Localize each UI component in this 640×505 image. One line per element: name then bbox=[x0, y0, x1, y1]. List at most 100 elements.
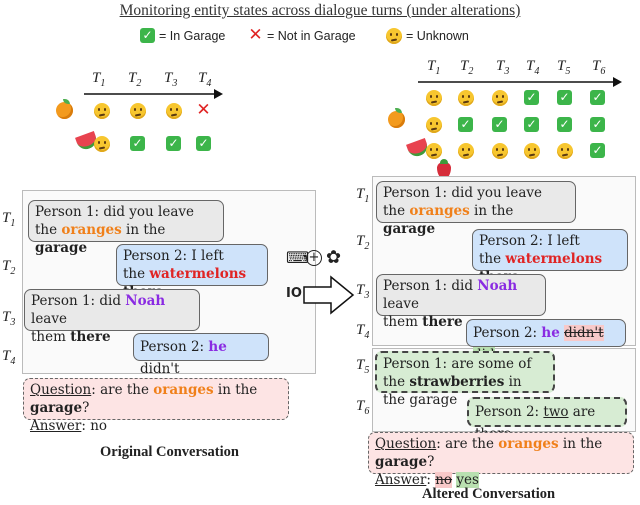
location-there: there bbox=[422, 314, 463, 330]
orange-icon bbox=[388, 108, 405, 128]
message-text: in the garage bbox=[383, 374, 522, 408]
location-garage: garage bbox=[375, 454, 428, 470]
message-text: the bbox=[383, 374, 410, 390]
message-text: Person 2: I left bbox=[479, 233, 580, 249]
message-text: the bbox=[123, 266, 150, 282]
original-message-2: Person 2: I left the watermelons there bbox=[116, 244, 268, 300]
left-state-grid: T1 T2 T3 T4 ✕✓✓✓ bbox=[0, 0, 640, 152]
message-text: Person 2: bbox=[140, 339, 209, 355]
left-turn-label-3: T3 bbox=[164, 70, 178, 89]
message-text: Person 1: are some of bbox=[383, 356, 532, 372]
check-icon: ✓ bbox=[524, 117, 539, 132]
location-garage: garage bbox=[35, 240, 88, 256]
transform-arrow-icon bbox=[303, 275, 355, 315]
right-turn-label-2: T2 bbox=[460, 58, 474, 77]
original-message-4: Person 2: he didn't bbox=[133, 333, 269, 377]
legend-unknown-label: = Unknown bbox=[406, 29, 469, 43]
check-icon: ✓ bbox=[196, 136, 211, 151]
question-text: in the bbox=[558, 436, 603, 452]
removed-text: didn't bbox=[564, 325, 604, 341]
entity-he: he bbox=[208, 339, 227, 355]
check-icon: ✓ bbox=[524, 90, 539, 105]
entity-he: he bbox=[541, 325, 560, 341]
right-state-grid: T1 T2 T3 T4 T5 T6 ✓✓✓✓✓✓✓✓✓ bbox=[0, 21, 640, 179]
right-turn-label-4: T4 bbox=[526, 58, 540, 77]
thinking-face-icon bbox=[426, 117, 442, 133]
location-garage: garage bbox=[383, 221, 436, 237]
entity-watermelons: watermelons bbox=[149, 266, 247, 282]
altered-message-6: Person 2: two are there bbox=[467, 397, 627, 442]
quantity-two: two bbox=[543, 404, 569, 420]
message-text: Person 2: bbox=[473, 325, 542, 341]
answer-text: : bbox=[426, 472, 436, 488]
thinking-face-icon bbox=[130, 103, 146, 119]
altered-turn-marker-4: T4 bbox=[356, 322, 370, 341]
removed-answer: no bbox=[435, 472, 453, 488]
question-text: ? bbox=[427, 454, 435, 470]
entity-oranges: oranges bbox=[153, 382, 214, 398]
original-turn-marker-4: T4 bbox=[2, 348, 16, 367]
right-turn-label-1: T1 bbox=[427, 58, 441, 77]
io-icon: IO bbox=[286, 286, 302, 301]
check-icon: ✓ bbox=[492, 117, 507, 132]
entity-oranges: oranges bbox=[409, 203, 470, 219]
original-turn-marker-1: T1 bbox=[2, 210, 16, 229]
message-text: in the bbox=[469, 203, 514, 219]
thinking-face-icon bbox=[492, 143, 508, 159]
answer-label: Answer bbox=[30, 418, 82, 434]
entity-oranges: oranges bbox=[61, 222, 122, 238]
message-text: the bbox=[35, 222, 62, 238]
original-message-3: Person 1: did Noah leave them there bbox=[24, 289, 200, 345]
thinking-face-icon bbox=[458, 143, 474, 159]
new-answer: yes bbox=[456, 472, 479, 488]
message-text: the bbox=[383, 203, 410, 219]
check-icon: ✓ bbox=[590, 143, 605, 158]
original-caption: Original Conversation bbox=[100, 444, 239, 460]
check-icon: ✓ bbox=[130, 136, 145, 151]
person-at-computer-icon: ⌨ bbox=[286, 248, 310, 267]
message-text: leave bbox=[383, 296, 419, 312]
ai-logo-icon: ✿ bbox=[326, 247, 342, 268]
original-turn-marker-3: T3 bbox=[2, 309, 16, 328]
check-icon: ✓ bbox=[140, 28, 155, 43]
altered-turn-marker-3: T3 bbox=[356, 282, 370, 301]
question-label: Question bbox=[30, 382, 92, 398]
thinking-face-icon bbox=[524, 143, 540, 159]
check-icon: ✓ bbox=[458, 117, 473, 132]
altered-message-1: Person 1: did you leave the oranges in t… bbox=[376, 181, 576, 237]
altered-caption: Altered Conversation bbox=[422, 486, 556, 502]
plus-circle-icon: + bbox=[306, 250, 322, 266]
question-text: in the bbox=[213, 382, 258, 398]
entity-watermelons: watermelons bbox=[505, 251, 603, 267]
altered-turn-marker-2: T2 bbox=[356, 233, 370, 252]
figure-title: Monitoring entity states across dialogue… bbox=[119, 2, 521, 19]
orange-icon bbox=[56, 99, 73, 119]
message-text: Person 1: did bbox=[383, 278, 478, 294]
check-icon: ✓ bbox=[557, 90, 572, 105]
original-turn-marker-2: T2 bbox=[2, 258, 16, 277]
message-text: Person 2: bbox=[475, 404, 544, 420]
left-turn-label-2: T2 bbox=[128, 70, 142, 89]
altered-message-3: Person 1: did Noah leave them there bbox=[376, 274, 546, 330]
legend-in-garage: ✓ = In Garage bbox=[140, 28, 225, 43]
legend-unknown: = Unknown bbox=[386, 28, 469, 44]
thinking-face-icon bbox=[386, 28, 402, 44]
thinking-face-icon bbox=[557, 143, 573, 159]
message-text: Person 2: I left bbox=[123, 248, 224, 264]
legend-not-in-garage: ✕ = Not in Garage bbox=[248, 27, 355, 44]
altered-turn-marker-5: T5 bbox=[356, 357, 370, 376]
entity-oranges: oranges bbox=[498, 436, 559, 452]
entity-strawberries: strawberries bbox=[409, 374, 505, 390]
check-icon: ✓ bbox=[557, 117, 572, 132]
original-message-1: Person 1: did you leave the oranges in t… bbox=[28, 200, 224, 256]
thinking-face-icon bbox=[166, 103, 182, 119]
thinking-face-icon bbox=[458, 90, 474, 106]
answer-label: Answer bbox=[375, 472, 427, 488]
message-text: Person 1: did you leave bbox=[383, 185, 542, 201]
thinking-face-icon bbox=[94, 136, 110, 152]
question-label: Question bbox=[375, 436, 437, 452]
thinking-face-icon bbox=[492, 90, 508, 106]
check-icon: ✓ bbox=[590, 117, 605, 132]
check-icon: ✓ bbox=[590, 90, 605, 105]
right-turn-label-6: T6 bbox=[592, 58, 606, 77]
